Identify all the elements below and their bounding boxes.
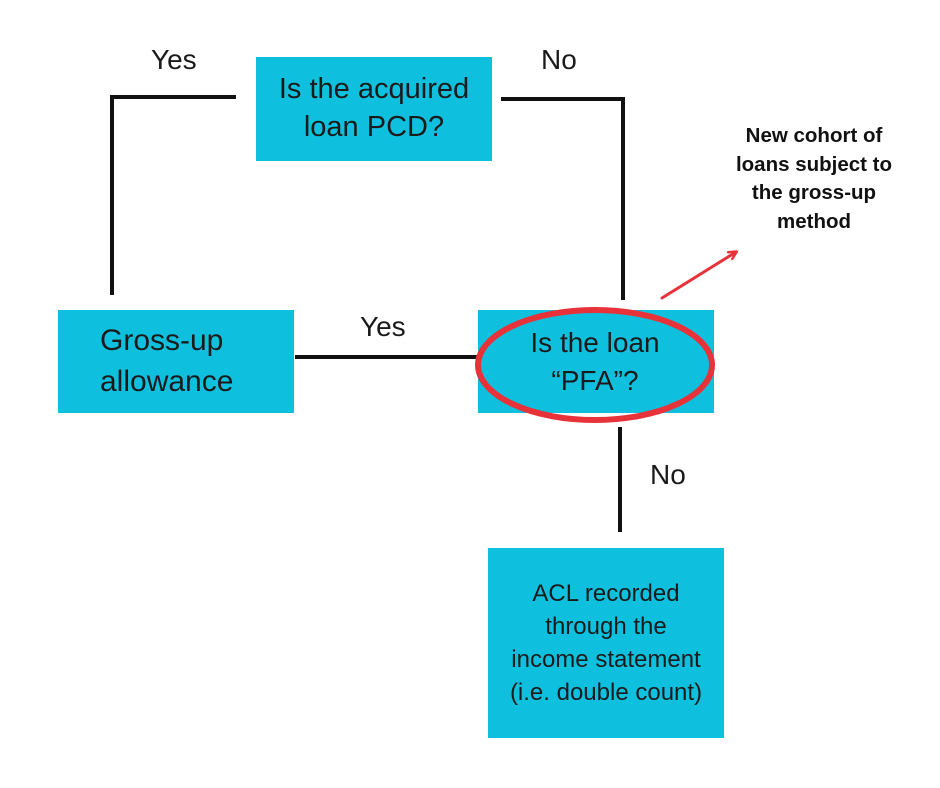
annotation-arrow-icon (660, 252, 736, 300)
gross-up-line1: Gross-up (100, 324, 224, 357)
edge-label-yes-middle: Yes (360, 311, 406, 342)
gross-up-line2: allowance (100, 364, 234, 398)
acl-line3: income statement (511, 646, 701, 673)
question-acquired-line1: Is the acquired (278, 73, 470, 106)
annotation-line2: loans subject to (735, 152, 893, 176)
annotation-line4: method (776, 210, 852, 234)
outcome-acl-income-statement: ACL recorded through the income statemen… (488, 548, 724, 738)
highlight-ellipse-icon (475, 307, 715, 423)
connector-yes-top (110, 95, 236, 295)
annotation-new-cohort: New cohort of loans subject to the gross… (712, 122, 916, 237)
question-acquired-line2: loan PCD? (303, 111, 445, 143)
question-pfa-line2: “PFA”? (551, 364, 639, 396)
question-acquired-loan-pcd: Is the acquired loan PCD? (256, 57, 492, 161)
question-pfa-line1: Is the loan (530, 326, 660, 358)
edge-label-no-top: No (541, 44, 577, 75)
outcome-gross-up-allowance: Gross-up allowance (58, 310, 294, 413)
edge-label-no-bottom: No (650, 459, 686, 490)
edge-label-yes-top: Yes (151, 44, 197, 75)
acl-line1: ACL recorded (532, 579, 680, 607)
acl-line2: through the (545, 612, 667, 640)
annotation-line3: the gross-up (751, 181, 877, 205)
connector-no-top (501, 97, 625, 300)
acl-line4: (i.e. double count) (509, 679, 703, 707)
annotation-line1: New cohort of (745, 124, 883, 147)
